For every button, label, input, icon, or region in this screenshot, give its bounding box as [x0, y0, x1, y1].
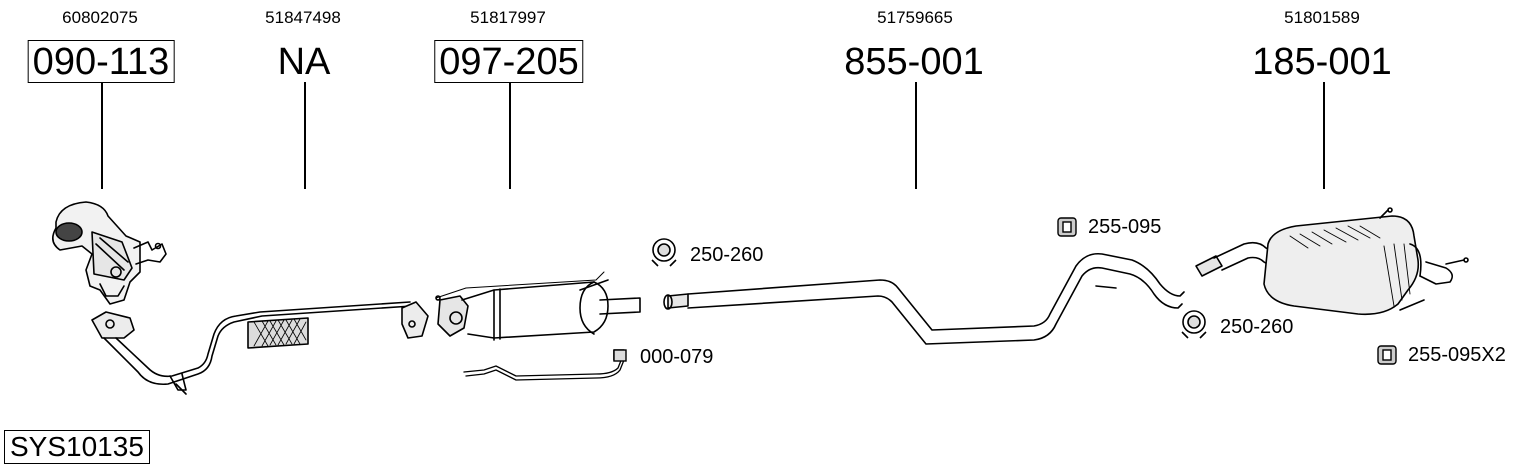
catalytic-converter[interactable]	[52, 201, 167, 305]
rubber-mount-icon	[1057, 217, 1077, 237]
part-number-2: NA	[277, 41, 331, 83]
middle-pipe[interactable]	[663, 252, 1185, 345]
sensor-icon	[613, 349, 627, 362]
accessory-label-clamp-front[interactable]: 250-260	[690, 244, 764, 266]
oem-number-1: 60802075	[62, 8, 138, 27]
accessory-label-rubber-mount-middle[interactable]: 255-095	[1088, 216, 1162, 238]
part-number-1[interactable]: 090-113	[27, 40, 175, 83]
part-number-4[interactable]: 855-001	[844, 41, 984, 83]
system-code: SYS10135	[4, 430, 150, 464]
oem-number-3: 51817997	[470, 8, 546, 27]
rubber-mount-icon	[1377, 345, 1397, 365]
leader-line-4	[915, 82, 917, 189]
rear-silencer[interactable]	[1195, 207, 1469, 316]
oem-number-2: 51847498	[265, 8, 341, 27]
accessory-label-rubber-mount-rear[interactable]: 255-095X2	[1408, 344, 1506, 366]
oem-number-4: 51759665	[877, 8, 953, 27]
accessory-label-clamp-rear[interactable]: 250-260	[1220, 316, 1294, 338]
accessory-label-sensor[interactable]: 000-079	[640, 346, 714, 368]
clamp-icon	[1181, 310, 1207, 339]
front-pipe[interactable]	[91, 301, 429, 395]
leader-line-2	[304, 82, 306, 189]
leader-line-1	[101, 82, 103, 189]
leader-line-3	[509, 82, 511, 189]
clamp-icon	[651, 238, 677, 267]
diesel-particulate-filter[interactable]	[435, 271, 641, 341]
leader-line-5	[1323, 82, 1325, 189]
sensor[interactable]	[463, 349, 625, 381]
oem-number-5: 51801589	[1284, 8, 1360, 27]
part-number-5[interactable]: 185-001	[1252, 41, 1392, 83]
